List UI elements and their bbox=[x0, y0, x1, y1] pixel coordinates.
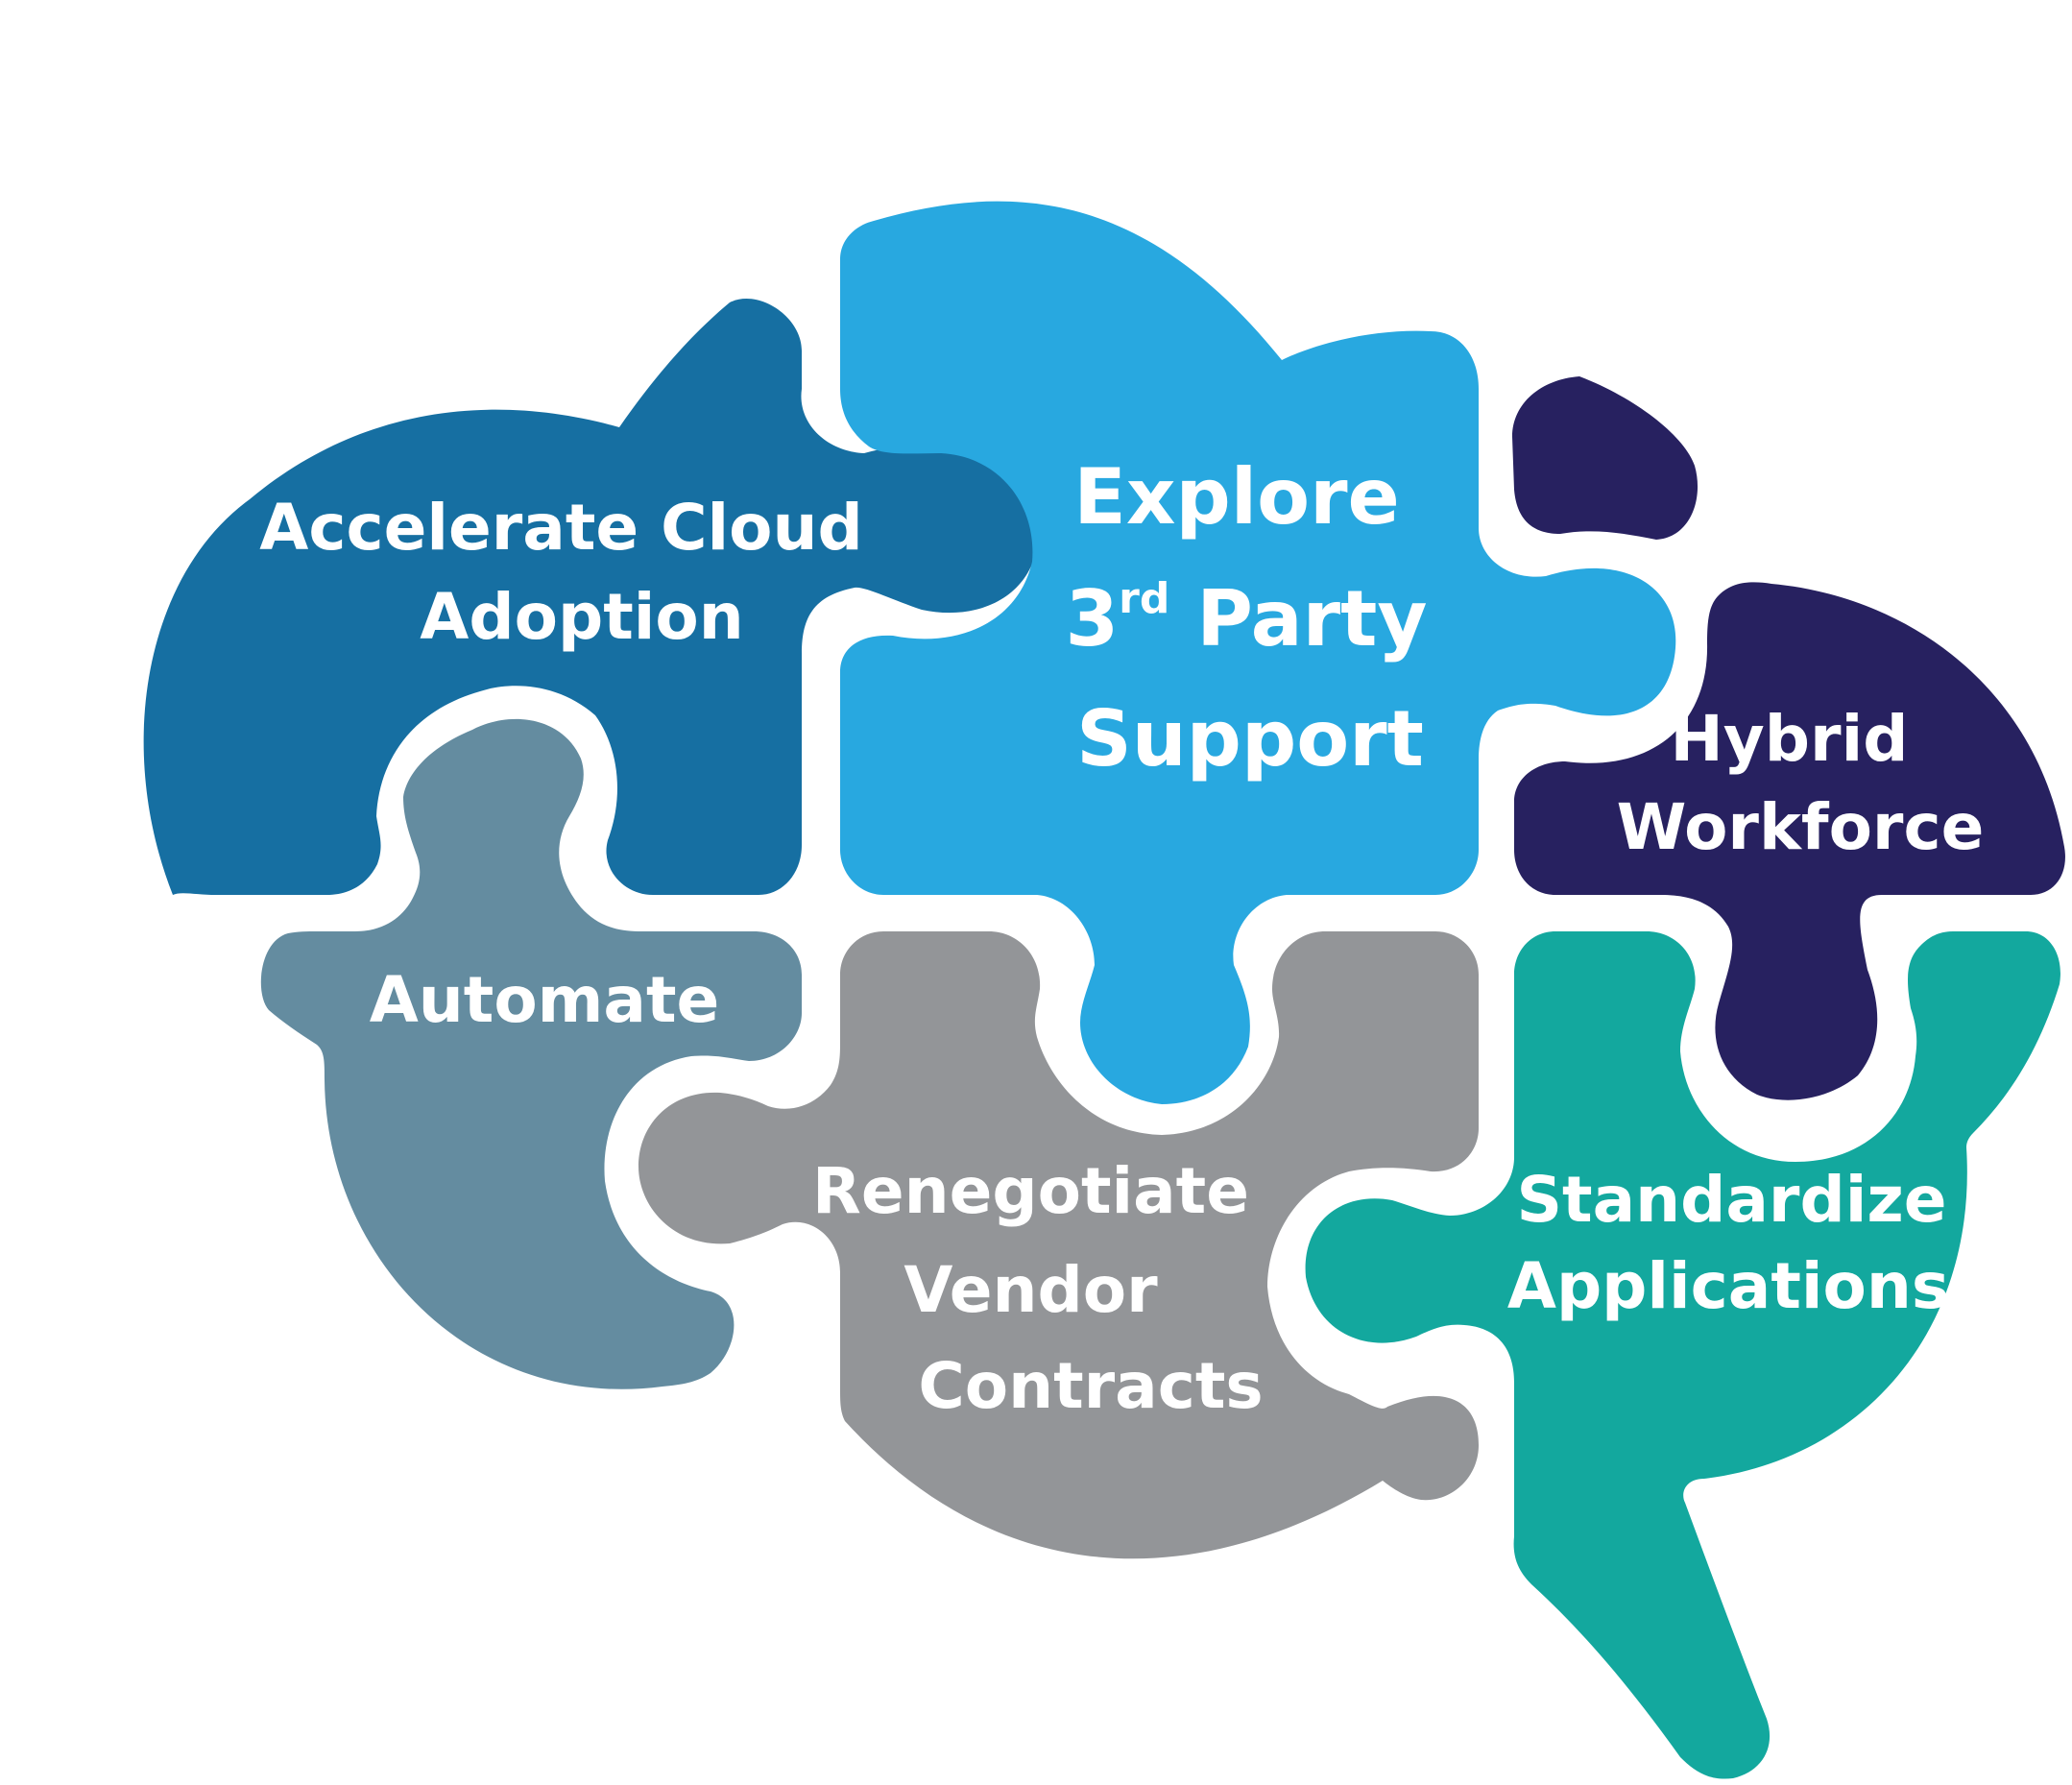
label-standardize-line1: Standardize bbox=[1517, 1163, 1947, 1237]
label-explore-line3-text: Support bbox=[1076, 694, 1424, 784]
label-accelerate-cloud: Accelerate Cloud Adoption bbox=[259, 491, 884, 654]
label-explore-line2-main: 3 bbox=[1065, 574, 1119, 663]
label-accelerate-cloud-line1: Accelerate Cloud bbox=[259, 491, 862, 565]
label-explore-line1: Explore bbox=[1073, 452, 1400, 542]
label-explore-line2: 3rd Party bbox=[1065, 574, 1427, 663]
label-renegotiate-vendor: Renegotiate Vendor Contracts bbox=[812, 1154, 1271, 1423]
piece-standardize-apps bbox=[1305, 931, 2060, 1779]
label-hybrid-workforce: Hybrid Workforce bbox=[1617, 702, 1985, 864]
label-renegotiate-line1: Renegotiate bbox=[812, 1154, 1249, 1228]
label-explore-line2-rest: Party bbox=[1169, 574, 1427, 663]
label-accelerate-cloud-line2: Adoption bbox=[420, 580, 743, 654]
label-hybrid-line2: Workforce bbox=[1617, 790, 1985, 864]
label-hybrid-line1: Hybrid bbox=[1671, 702, 1909, 776]
piece-renegotiate-vendor bbox=[638, 931, 1479, 1559]
piece-automate-body bbox=[260, 718, 802, 1389]
label-explore-line2-sup: rd bbox=[1119, 574, 1169, 623]
label-automate: Automate bbox=[370, 963, 720, 1037]
label-explore-line3: Support bbox=[1076, 694, 1424, 784]
label-automate-line1: Automate bbox=[370, 963, 720, 1037]
piece-accelerate-cloud bbox=[143, 299, 1039, 895]
piece-hybrid-workforce bbox=[1512, 376, 2065, 1100]
label-standardize-apps: Standardize Applications bbox=[1507, 1163, 1969, 1323]
piece-explore-third-party bbox=[840, 201, 1676, 1104]
label-standardize-line2: Applications bbox=[1507, 1249, 1949, 1323]
label-explore-third-party: Explore bbox=[1073, 452, 1400, 542]
label-renegotiate-line2: Vendor bbox=[903, 1253, 1158, 1327]
label-renegotiate-line3: Contracts bbox=[918, 1349, 1263, 1423]
